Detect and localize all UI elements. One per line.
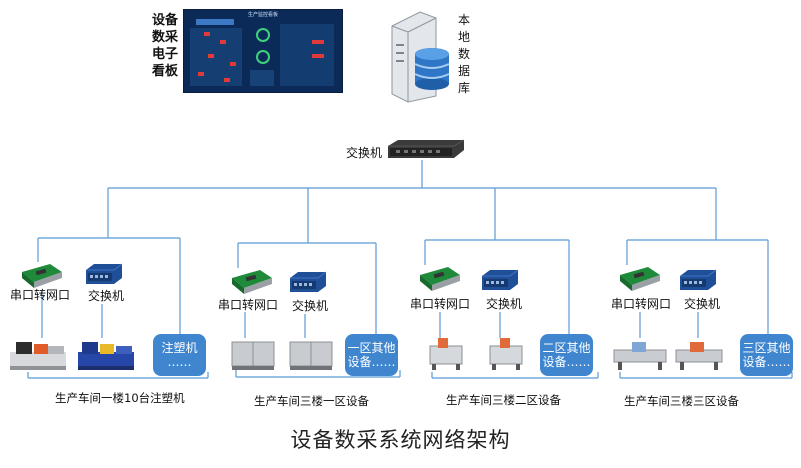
network-switch-icon (290, 271, 327, 292)
production-machine-icon (429, 338, 463, 370)
network-switch-icon (482, 269, 519, 290)
switch-label: 交换机 (684, 297, 721, 311)
main-switch-icon (388, 139, 465, 158)
dashboard-label-line: 电子 (152, 47, 179, 62)
database-label-char: 地 (458, 30, 471, 44)
database-label: 本 地 数 据 库 (458, 12, 472, 97)
network-switch-icon (86, 263, 123, 284)
oven-equipment-icon (286, 338, 336, 372)
equipment-box-line: …… (167, 355, 192, 369)
conveyor-machine-icon (675, 342, 723, 370)
equipment-box-line: 设备…… (542, 355, 591, 369)
serial-to-network-module-icon (420, 267, 460, 291)
switch-label: 交换机 (88, 289, 125, 303)
equipment-box-line: 注塑机 (161, 341, 198, 355)
switch-label: 交换机 (486, 297, 523, 311)
main-switch-label: 交换机 (346, 146, 383, 160)
dashboard-label-line: 看板 (152, 64, 179, 79)
dashboard-label-line: 数采 (152, 30, 179, 45)
conveyor-machine-icon (613, 342, 667, 370)
database-label-char: 本 (458, 13, 471, 27)
serial-to-network-module-icon (22, 264, 62, 288)
serial-module-label: 串口转网口 (218, 298, 279, 312)
injection-molding-machine-icon (10, 342, 66, 370)
production-machine-icon (489, 338, 523, 370)
workshop-group-label: 生产车间三楼三区设备 (624, 394, 739, 408)
workshop-group-label: 生产车间一楼10台注塑机 (55, 391, 185, 405)
database-server-icon (391, 11, 450, 103)
serial-to-network-module-icon (620, 267, 660, 291)
serial-module-label: 串口转网口 (410, 297, 471, 311)
equipment-box: 一区其他 设备…… (345, 334, 398, 376)
equipment-box: 三区其他 设备…… (740, 334, 793, 376)
injection-molding-machine-icon (78, 342, 134, 370)
serial-module-label: 串口转网口 (611, 297, 672, 311)
database-label-char: 库 (458, 81, 471, 95)
equipment-box: 注塑机 …… (153, 334, 206, 376)
equipment-box-line: 设备…… (347, 355, 396, 369)
equipment-box-line: 三区其他 (742, 341, 791, 355)
database-label-char: 数 (458, 47, 471, 61)
dashboard-monitor: 生产监控看板 (183, 9, 343, 93)
network-switch-icon (680, 269, 717, 290)
dashboard-label: 设备 数采 电子 看板 (152, 12, 180, 80)
database-label-char: 据 (458, 64, 471, 78)
equipment-box-line: 一区其他 (347, 341, 396, 355)
workshop-group-label: 生产车间三楼二区设备 (446, 393, 561, 407)
dashboard-title: 生产监控看板 (247, 12, 278, 18)
equipment-box-line: 设备…… (742, 355, 791, 369)
serial-to-network-module-icon (232, 270, 272, 294)
switch-label: 交换机 (292, 299, 329, 313)
workshop-group-label: 生产车间三楼一区设备 (254, 394, 369, 408)
diagram-caption: 设备数采系统网络架构 (290, 428, 511, 452)
equipment-box-line: 二区其他 (542, 341, 591, 355)
serial-module-label: 串口转网口 (10, 288, 71, 302)
oven-equipment-icon (231, 341, 275, 370)
equipment-box: 二区其他 设备…… (540, 334, 593, 376)
dashboard-label-line: 设备 (152, 13, 179, 28)
